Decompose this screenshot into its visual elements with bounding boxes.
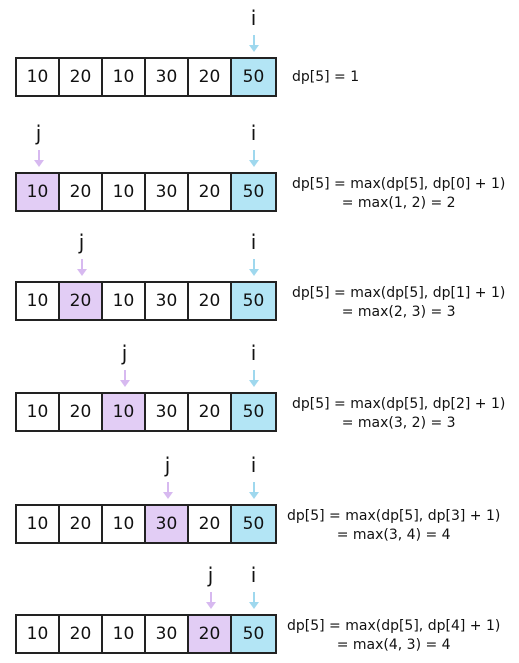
formula-line-1: dp[5] = max(dp[5], dp[3] + 1) <box>287 508 501 524</box>
array-cell-3: 30 <box>146 283 189 319</box>
pointer-i-arrow <box>248 35 259 52</box>
formula-line-2: = max(3, 4) = 4 <box>336 527 451 543</box>
array-cell-1: 20 <box>60 174 103 210</box>
array-cell-3: 30 <box>146 506 189 542</box>
pointer-i-label: i <box>250 230 257 254</box>
formula-line-2: = max(3, 2) = 3 <box>341 415 456 431</box>
pointer-i-arrow <box>248 370 259 387</box>
pointer-j-arrow <box>119 370 130 387</box>
array-cell-4: 20 <box>189 394 232 430</box>
array-cell-3: 30 <box>146 394 189 430</box>
pointer-j-label: j <box>207 563 214 587</box>
array-cell-4: 20 <box>189 506 232 542</box>
pointer-j-arrow <box>205 592 216 609</box>
pointer-j-arrow <box>33 150 44 167</box>
formula-line-1: dp[5] = max(dp[5], dp[2] + 1) <box>292 396 506 412</box>
array-cell-4: 20 <box>189 174 232 210</box>
array-cell-2: 10 <box>103 283 146 319</box>
pointer-j-label: j <box>78 230 85 254</box>
array-cell-1: 20 <box>60 506 103 542</box>
array-cell-3: 30 <box>146 616 189 652</box>
array-cell-1: 20 <box>60 394 103 430</box>
pointer-i-arrow <box>248 592 259 609</box>
pointer-i-label: i <box>250 121 257 145</box>
formula-line-2: = max(1, 2) = 2 <box>341 195 456 211</box>
array-cell-2: 10 <box>103 616 146 652</box>
array-cell-0: 10 <box>17 506 60 542</box>
array-cell-4: 20 <box>189 59 232 95</box>
array-cell-0: 10 <box>17 616 60 652</box>
formula: dp[5] = max(dp[5], dp[3] + 1) = max(3, 4)… <box>287 507 500 545</box>
formula-line-1: dp[5] = 1 <box>292 69 360 85</box>
array-cell-0: 10 <box>17 174 60 210</box>
formula-line-1: dp[5] = max(dp[5], dp[4] + 1) <box>287 618 501 634</box>
pointer-i-arrow <box>248 259 259 276</box>
formula-line-1: dp[5] = max(dp[5], dp[1] + 1) <box>292 285 506 301</box>
pointer-j-label: j <box>121 341 128 365</box>
pointer-i-label: i <box>250 6 257 30</box>
pointer-j-label: j <box>164 453 171 477</box>
array-cell-5: 50 <box>232 394 275 430</box>
pointer-j-arrow <box>162 482 173 499</box>
formula: dp[5] = max(dp[5], dp[2] + 1) = max(3, 2)… <box>292 395 505 433</box>
array-cell-2: 10 <box>103 394 146 430</box>
array-cell-5: 50 <box>232 506 275 542</box>
array-cell-3: 30 <box>146 59 189 95</box>
array-cell-0: 10 <box>17 59 60 95</box>
pointer-j-arrow <box>76 259 87 276</box>
array-cell-1: 20 <box>60 283 103 319</box>
formula: dp[5] = 1 <box>292 68 359 87</box>
array-cell-5: 50 <box>232 283 275 319</box>
pointer-i-arrow <box>248 150 259 167</box>
array-cell-1: 20 <box>60 616 103 652</box>
array-cell-1: 20 <box>60 59 103 95</box>
formula: dp[5] = max(dp[5], dp[4] + 1) = max(4, 3)… <box>287 617 500 655</box>
array-cell-0: 10 <box>17 394 60 430</box>
pointer-i-label: i <box>250 341 257 365</box>
formula-line-2: = max(2, 3) = 3 <box>341 304 456 320</box>
array-cell-4: 20 <box>189 616 232 652</box>
array-cell-2: 10 <box>103 174 146 210</box>
formula: dp[5] = max(dp[5], dp[1] + 1) = max(2, 3)… <box>292 284 505 322</box>
array-cell-5: 50 <box>232 174 275 210</box>
array-cell-2: 10 <box>103 59 146 95</box>
pointer-i-label: i <box>250 453 257 477</box>
pointer-i-label: i <box>250 563 257 587</box>
array-cell-5: 50 <box>232 59 275 95</box>
array-cell-3: 30 <box>146 174 189 210</box>
array-cell-5: 50 <box>232 616 275 652</box>
formula-line-1: dp[5] = max(dp[5], dp[0] + 1) <box>292 176 506 192</box>
pointer-i-arrow <box>248 482 259 499</box>
array-cell-2: 10 <box>103 506 146 542</box>
formula-line-2: = max(4, 3) = 4 <box>336 637 451 653</box>
pointer-j-label: j <box>35 121 42 145</box>
array-cell-4: 20 <box>189 283 232 319</box>
formula: dp[5] = max(dp[5], dp[0] + 1) = max(1, 2)… <box>292 175 505 213</box>
array-cell-0: 10 <box>17 283 60 319</box>
